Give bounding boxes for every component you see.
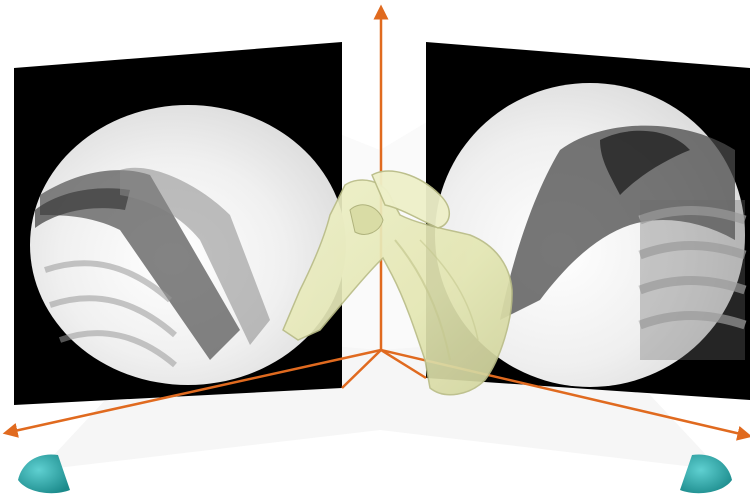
left-xray-panel — [14, 42, 346, 405]
